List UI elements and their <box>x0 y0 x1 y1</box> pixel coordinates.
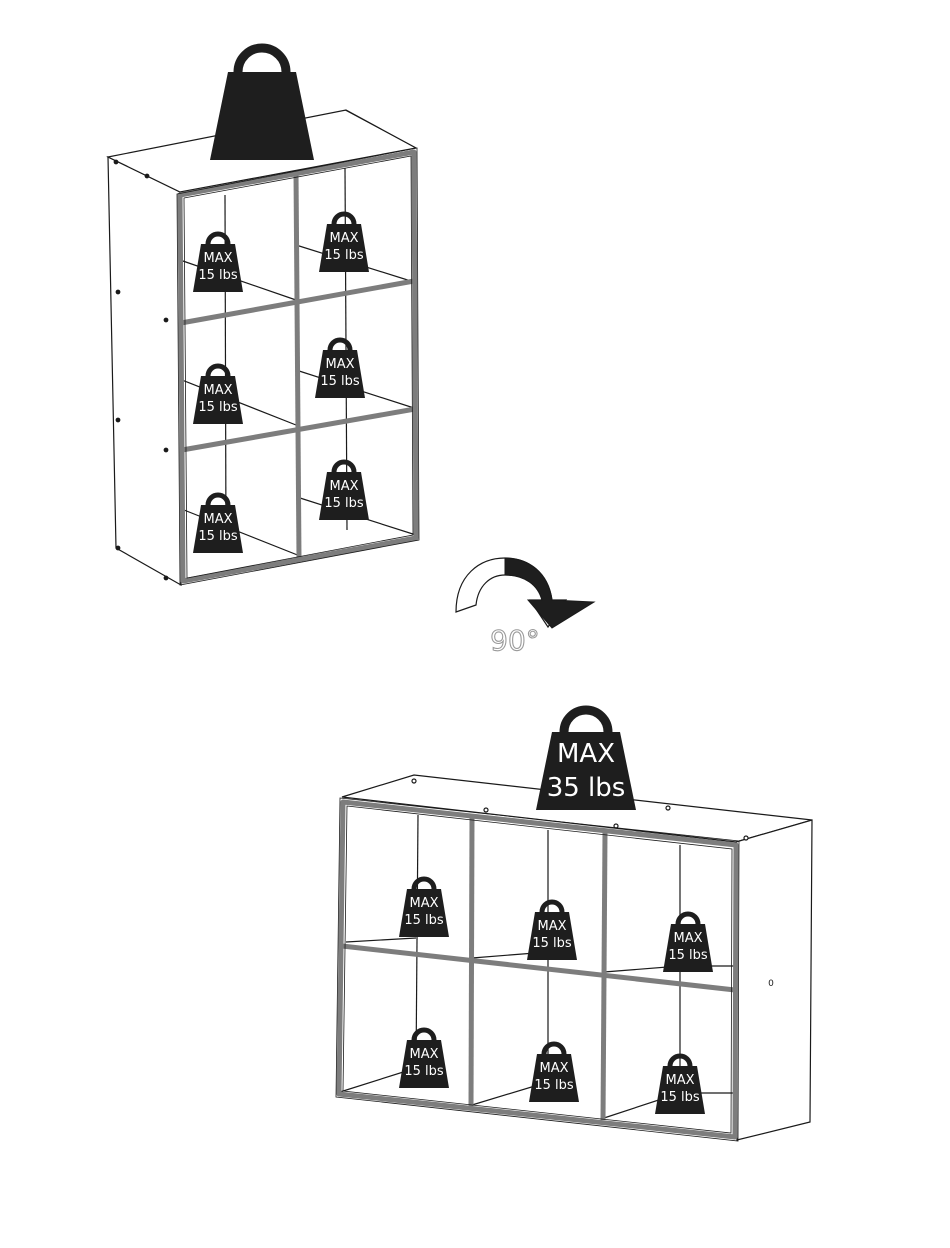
cubby-weight-icon: MAX 15 lbs <box>319 214 369 272</box>
cubby-weight-icon: MAX 15 lbs <box>193 495 243 553</box>
side-mark: 0 <box>768 979 774 989</box>
weight-label-max: MAX <box>329 479 358 494</box>
weight-label-limit: 15 lbs <box>660 1090 700 1105</box>
side-panel <box>736 820 812 1140</box>
cubby-weight-icon: MAX 15 lbs <box>315 340 365 398</box>
weight-label-limit: 15 lbs <box>324 248 364 263</box>
cubby-weight-icon: MAX 15 lbs <box>193 234 243 292</box>
weight-label-max: MAX <box>325 357 354 372</box>
rotation-angle-label: 90° <box>490 624 540 657</box>
weight-label-limit: 15 lbs <box>324 496 364 511</box>
weight-label-max: MAX <box>665 1073 694 1088</box>
weight-label-limit: 15 lbs <box>320 374 360 389</box>
cubby-weight-icon: MAX 15 lbs <box>529 1044 579 1102</box>
weight-label-max: MAX <box>409 896 438 911</box>
rotate-arrow-icon <box>456 558 594 628</box>
weight-label-limit: 15 lbs <box>532 936 572 951</box>
cubby-weight-icon: MAX 15 lbs <box>399 879 449 937</box>
weight-label-max: MAX <box>537 919 566 934</box>
weight-label-limit: 15 lbs <box>404 913 444 928</box>
max-top-weight: MAX 35 lbs <box>536 710 636 810</box>
side-panel <box>108 157 181 585</box>
max-top-weight-line1: MAX <box>557 739 615 769</box>
cubby-weight-icon: MAX 15 lbs <box>193 366 243 424</box>
weight-label-max: MAX <box>673 931 702 946</box>
cubby-weight-icon: MAX 15 lbs <box>663 914 713 972</box>
weight-label-max: MAX <box>409 1047 438 1062</box>
weight-icon <box>210 48 314 160</box>
weight-label-max: MAX <box>203 512 232 527</box>
weight-label-limit: 15 lbs <box>198 268 238 283</box>
weight-label-max: MAX <box>539 1061 568 1076</box>
weight-label-limit: 15 lbs <box>198 529 238 544</box>
weight-label-limit: 15 lbs <box>668 948 708 963</box>
cubby-weight-icon: MAX 15 lbs <box>319 462 369 520</box>
weight-label-max: MAX <box>329 231 358 246</box>
weight-label-limit: 15 lbs <box>534 1078 574 1093</box>
weight-label-limit: 15 lbs <box>198 400 238 415</box>
weight-label-max: MAX <box>203 383 232 398</box>
max-top-weight-line2: 35 lbs <box>547 773 626 803</box>
weight-label-limit: 15 lbs <box>404 1064 444 1079</box>
weight-label-max: MAX <box>203 251 232 266</box>
cubby-weight-icon: MAX 15 lbs <box>399 1030 449 1088</box>
cubby-weight-icon: MAX 15 lbs <box>527 902 577 960</box>
